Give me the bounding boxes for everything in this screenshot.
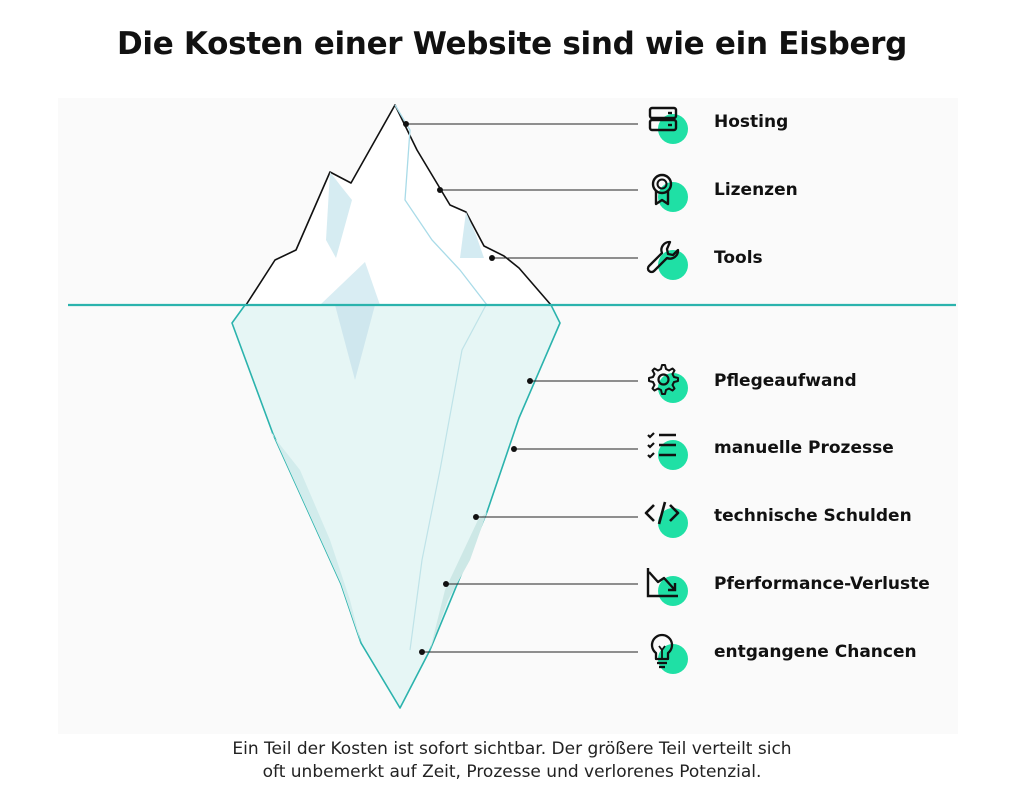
connector-dot bbox=[419, 649, 425, 655]
lightbulb-icon bbox=[650, 633, 674, 669]
iceberg-tip-shade-right bbox=[460, 212, 484, 258]
icon-badge bbox=[658, 182, 688, 212]
connector-dot bbox=[527, 378, 533, 384]
legend-item-lizenzen: Lizenzen bbox=[640, 173, 980, 226]
iceberg-underwater-shade-right bbox=[430, 512, 487, 650]
connector-dots bbox=[403, 121, 533, 655]
server-icon bbox=[648, 106, 678, 132]
connector-dot bbox=[437, 187, 443, 193]
legend-label: Pflegeaufwand bbox=[714, 371, 857, 391]
wrench-icon bbox=[646, 240, 680, 274]
legend-item-entgangene-chancen: entgangene Chancen bbox=[640, 633, 980, 688]
connector-dot bbox=[511, 446, 517, 452]
legend-label: Pferformance-Verluste bbox=[714, 574, 930, 594]
legend-item-manuelle-prozesse: manuelle Prozesse bbox=[640, 432, 980, 484]
caption-line-1: Ein Teil der Kosten ist sofort sichtbar.… bbox=[232, 739, 792, 759]
checklist-icon bbox=[647, 432, 676, 459]
legend-item-hosting: Hosting bbox=[640, 106, 980, 158]
connector-dot bbox=[443, 581, 449, 587]
iceberg-tip-shade-left bbox=[326, 172, 352, 258]
caption-line-2: oft unbemerkt auf Zeit, Prozesse und ver… bbox=[262, 762, 762, 782]
gear-icon bbox=[648, 364, 679, 395]
legend-item-tools: Tools bbox=[640, 240, 980, 294]
connector-dot bbox=[473, 514, 479, 520]
chart-down-icon bbox=[646, 568, 678, 598]
legend-item-performance-verluste: Pferformance-Verluste bbox=[640, 568, 980, 620]
iceberg-tip-shade-base bbox=[320, 262, 380, 305]
legend-label: technische Schulden bbox=[714, 506, 912, 526]
connector-dot bbox=[489, 255, 495, 261]
connectors bbox=[406, 123, 638, 653]
legend-label: entgangene Chancen bbox=[714, 642, 917, 662]
caption: Ein Teil der Kosten ist sofort sichtbar.… bbox=[0, 738, 1024, 784]
legend-item-pflegeaufwand: Pflegeaufwand bbox=[640, 364, 980, 417]
legend-label: manuelle Prozesse bbox=[714, 438, 894, 458]
legend-label: Lizenzen bbox=[714, 180, 798, 200]
legend-label: Hosting bbox=[714, 112, 789, 132]
iceberg-underwater-ridge bbox=[409, 304, 487, 651]
icon-badge bbox=[658, 373, 688, 403]
award-badge-icon bbox=[651, 173, 673, 206]
legend-item-technische-schulden: technische Schulden bbox=[640, 500, 980, 552]
connector-dot bbox=[403, 121, 409, 127]
page-title: Die Kosten einer Website sind wie ein Ei… bbox=[116, 26, 908, 62]
legend-label: Tools bbox=[714, 248, 763, 268]
code-icon bbox=[644, 501, 680, 525]
iceberg-underwater-shade-center bbox=[335, 305, 375, 380]
